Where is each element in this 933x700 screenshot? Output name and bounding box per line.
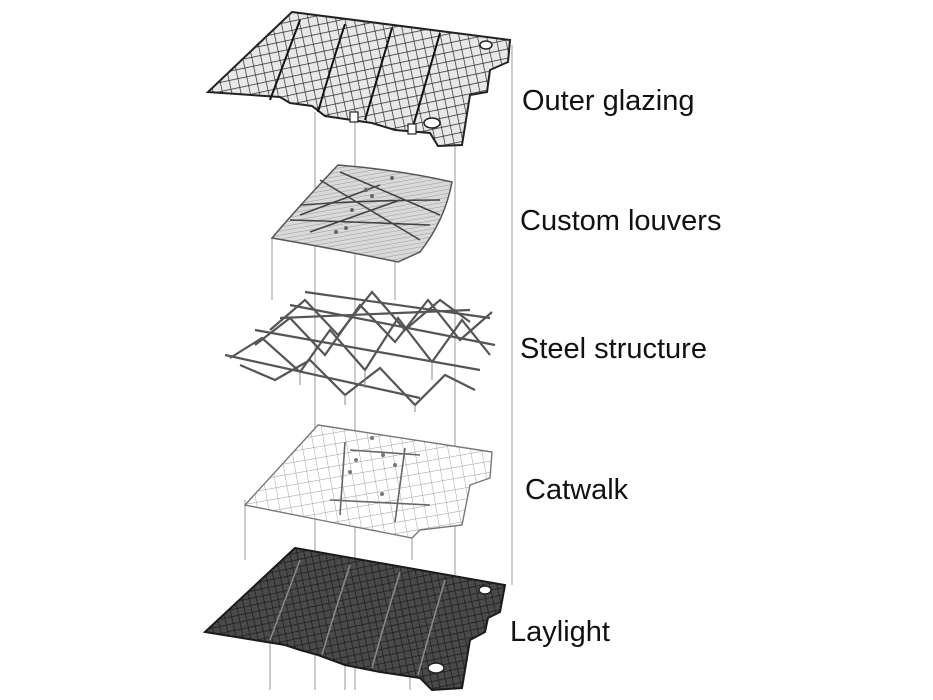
label-steel-structure: Steel structure [520,333,707,365]
label-custom-louvers: Custom louvers [520,205,722,237]
catwalk-layer [243,424,493,539]
outer-glazing-panel [205,10,512,148]
custom-louvers-layer [270,164,453,263]
label-outer-glazing: Outer glazing [522,85,695,117]
laylight-layer [202,546,507,692]
label-catwalk: Catwalk [525,474,629,506]
steel-structure-layer [224,290,496,412]
laylight-panel [202,546,507,692]
outer-glazing-layer [205,10,512,148]
label-laylight: Laylight [510,616,610,648]
catwalk-panel [243,424,493,539]
